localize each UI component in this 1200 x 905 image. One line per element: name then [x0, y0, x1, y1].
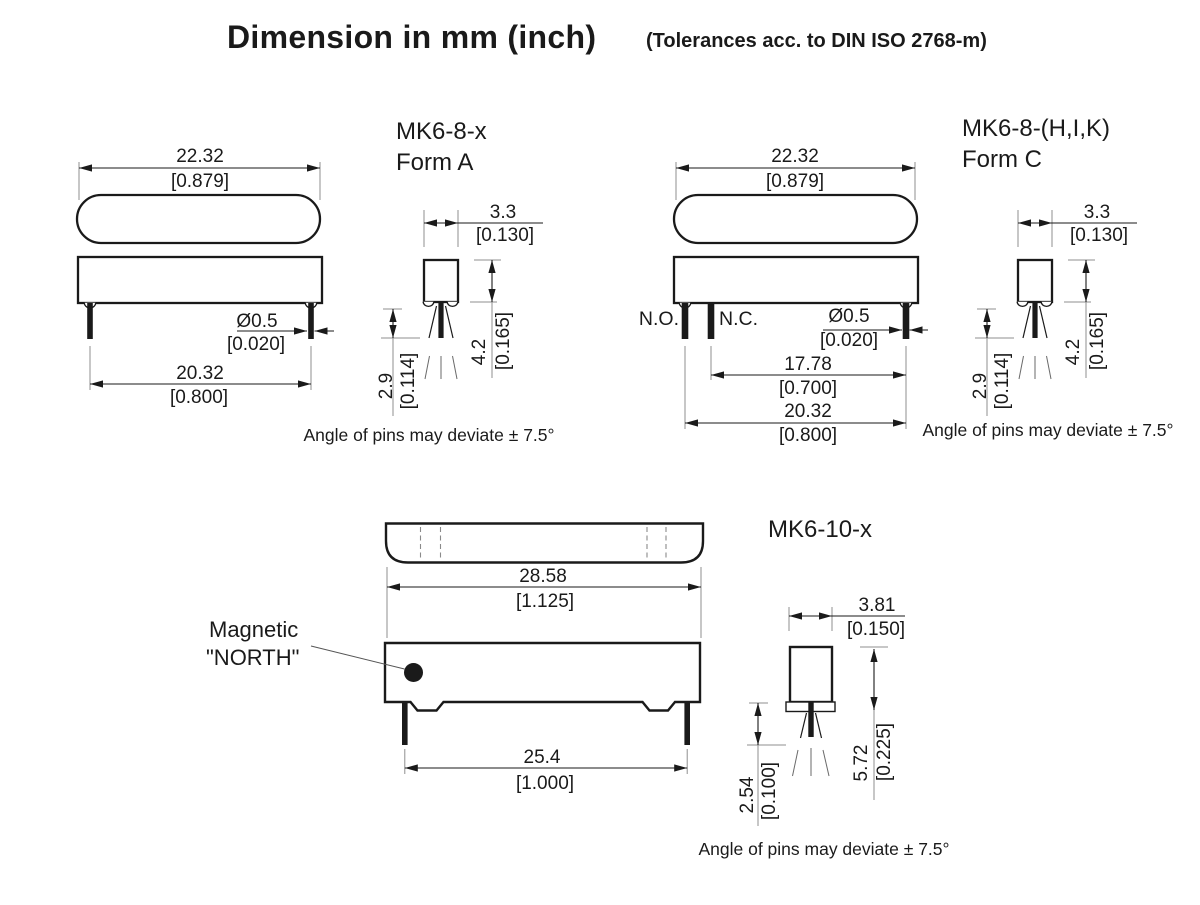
mk6-10-top-view-body [384, 522, 705, 564]
form-c-body-width-mm: 22.32 [771, 146, 819, 167]
pin-seat-arc [1040, 301, 1053, 307]
form-c-nc-spacing-in: [0.700] [779, 378, 837, 399]
pin-seat-arc [446, 301, 459, 307]
form-c-end-body [1016, 258, 1054, 304]
mk6-10-thickness-mm: 3.81 [859, 595, 896, 616]
pin-deviation-line [1046, 355, 1052, 380]
form-a-drawing: 22.32 [0.879] Ø0.5 [0.020] 20.32 [0.800]… [75, 118, 487, 408]
title-text: Dimension in mm (inch) [227, 19, 596, 55]
mk6-10-thickness-in: [0.150] [847, 619, 905, 640]
form-a-pin-angle-note: Angle of pins may deviate ± 7.5° [303, 425, 554, 445]
form-c-body-width-in: [0.879] [766, 171, 824, 192]
page-title: Dimension in mm (inch) (Tolerances acc. … [227, 19, 987, 55]
form-c-nc-pin [707, 303, 715, 339]
form-c-pin-spacing-in: [0.800] [779, 425, 837, 446]
magnetic-north-dot [404, 663, 423, 682]
form-a-pin-spacing-in: [0.800] [170, 387, 228, 408]
pin-seat-arc [422, 301, 435, 307]
pin-deviation-line [799, 712, 808, 739]
mk6-10-pin-spacing-in: [1.000] [516, 773, 574, 794]
mk6-10-pin-length-in: [0.100] [759, 762, 780, 820]
mk6-10-pin-angle-note: Angle of pins may deviate ± 7.5° [698, 839, 949, 859]
mk6-10-body-height-mm: 5.72 [851, 745, 872, 782]
form-c-pin-diameter-in: [0.020] [820, 330, 878, 351]
form-a-end-body [422, 258, 460, 304]
form-c-pin-diameter-mm: Ø0.5 [828, 306, 869, 327]
form-a-body-height-mm: 4.2 [469, 339, 490, 365]
mk6-10-part-name: MK6-10-x [768, 516, 872, 543]
form-a-end-view: 3.3 [0.130] 2.9 [0.114] 4.2 [0.165] Angl… [303, 202, 554, 445]
form-c-end-view: 3.3 [0.130] 2.9 [0.114] 4.2 [0.165] Angl… [922, 202, 1173, 440]
form-c-body-height-in: [0.165] [1087, 312, 1108, 370]
mk6-10-right-pin [684, 702, 690, 745]
form-c-pin-angle-note: Angle of pins may deviate ± 7.5° [922, 420, 1173, 440]
form-c-no-pin [681, 303, 689, 339]
mk6-10-body-width-mm: 28.58 [519, 566, 567, 587]
form-a-thickness-in: [0.130] [476, 225, 534, 246]
form-c-thickness-in: [0.130] [1070, 225, 1128, 246]
mk6-10-end-pin [808, 702, 814, 737]
form-a-right-pin [308, 303, 314, 339]
form-a-top-view-body [75, 193, 322, 245]
magnet-label-line1: Magnetic [209, 617, 298, 642]
title-tolerance-text: (Tolerances acc. to DIN ISO 2768-m) [646, 30, 987, 52]
form-a-body-width-in: [0.879] [171, 171, 229, 192]
form-c-body-height-mm: 4.2 [1063, 339, 1084, 365]
form-a-pin-length-mm: 2.9 [376, 373, 397, 399]
form-a-part-name: MK6-8-x [396, 118, 487, 145]
form-a-front-view-body [76, 255, 324, 305]
pin-deviation-line [424, 355, 430, 380]
pin-deviation-line [1018, 355, 1024, 380]
form-c-nc-pin-label: N.C. [719, 308, 758, 330]
form-c-end-pin [1032, 302, 1038, 338]
pin-deviation-line [814, 712, 823, 739]
form-a-form-label: Form A [396, 149, 473, 176]
form-c-pin-spacing-mm: 20.32 [784, 401, 832, 422]
form-a-end-pin [438, 302, 444, 338]
form-c-nc-spacing-mm: 17.78 [784, 354, 832, 375]
form-c-thickness-mm: 3.3 [1084, 202, 1110, 223]
pin-deviation-line [792, 749, 799, 777]
form-c-part-name: MK6-8-(H,I,K) [962, 115, 1110, 142]
pin-deviation-line [428, 305, 438, 339]
mk6-10-body-height-in: [0.225] [874, 723, 895, 781]
mk6-10-end-view: 3.81 [0.150] 2.54 [0.100] 5.72 [0.225] A… [698, 595, 949, 859]
pin-deviation-line [1022, 305, 1032, 339]
mk6-10-front-view-body [383, 641, 702, 712]
pin-deviation-line [452, 355, 458, 380]
mk6-10-end-body [788, 645, 834, 704]
mk6-10-body-width-in: [1.125] [516, 591, 574, 612]
form-c-drawing: 22.32 [0.879] N.O. N.C. Ø0.5 [0.020] 17.… [639, 115, 1110, 446]
leader-line [310, 645, 405, 670]
form-c-pin-length-in: [0.114] [992, 353, 1013, 410]
form-c-form-label: Form C [962, 146, 1042, 173]
mk6-10-pin-length-mm: 2.54 [737, 776, 758, 813]
form-a-left-pin [87, 303, 93, 339]
form-c-no-pin-label: N.O. [639, 308, 679, 330]
form-a-pin-length-in: [0.114] [398, 353, 419, 410]
form-c-front-view-body [672, 255, 920, 305]
form-a-body-height-in: [0.165] [493, 312, 514, 370]
form-c-top-view-body [672, 193, 919, 245]
form-a-pin-diameter-mm: Ø0.5 [236, 311, 277, 332]
form-c-pin-length-mm: 2.9 [970, 373, 991, 399]
form-a-pin-diameter-in: [0.020] [227, 334, 285, 355]
pin-deviation-line [1038, 305, 1048, 339]
form-a-thickness-mm: 3.3 [490, 202, 516, 223]
mk6-10-left-pin [402, 702, 408, 745]
pin-seat-arc [1016, 301, 1029, 307]
mk6-10-pin-spacing-mm: 25.4 [524, 747, 561, 768]
form-a-pin-spacing-mm: 20.32 [176, 363, 224, 384]
form-a-body-width-mm: 22.32 [176, 146, 224, 167]
mk6-10-drawing: 28.58 [1.125] Magnetic "NORTH" 25.4 [1.0… [206, 516, 872, 794]
magnet-label-line2: "NORTH" [206, 645, 299, 670]
form-c-right-pin [902, 303, 910, 339]
pin-deviation-line [822, 749, 830, 777]
pin-deviation-line [444, 305, 454, 339]
